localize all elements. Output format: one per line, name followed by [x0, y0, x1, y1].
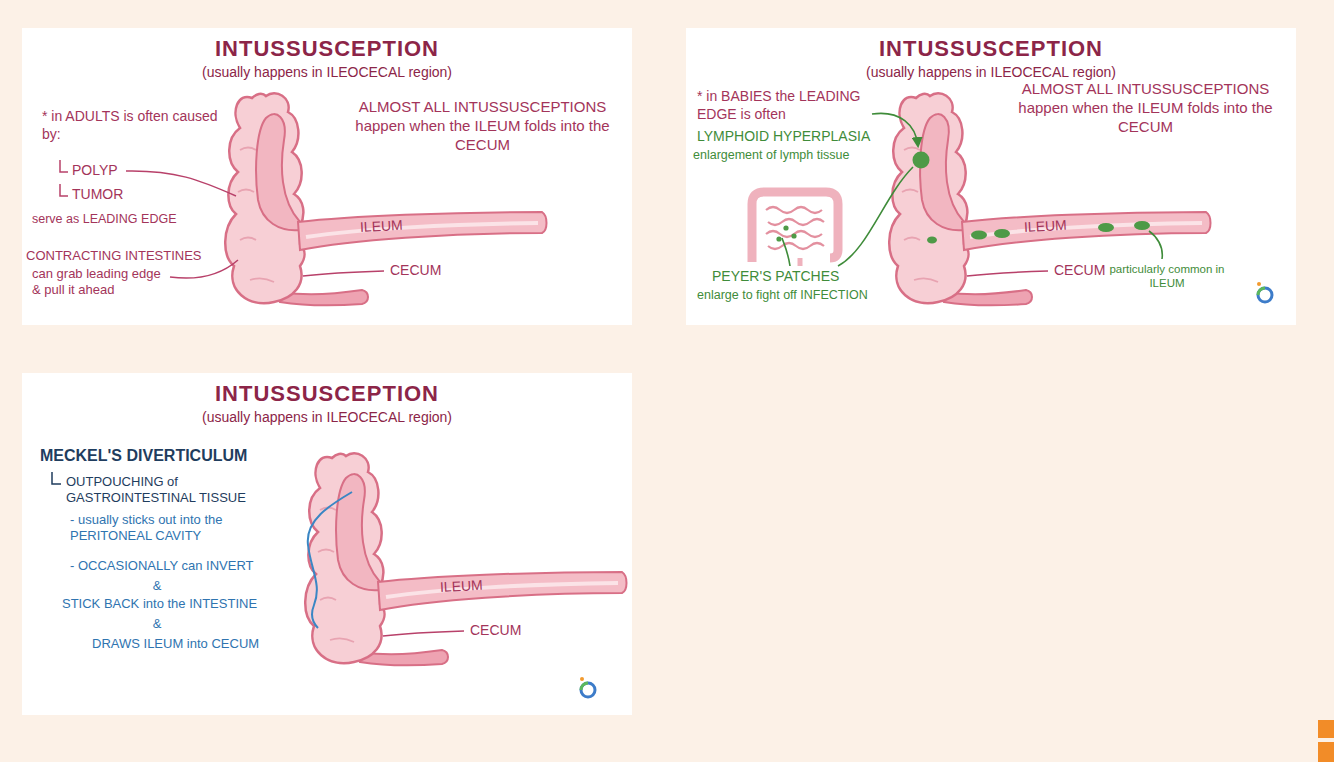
leader-line [1149, 231, 1162, 259]
watermark-mark [1318, 742, 1334, 762]
patch [783, 225, 788, 230]
definition-note: enlarge to fight off INFECTION [697, 288, 917, 304]
mechanism-heading: CONTRACTING INTESTINES [26, 248, 231, 264]
mechanism-note: - OCCASIONALLY can INVERT [70, 558, 300, 574]
bracket [60, 160, 68, 196]
leader-line [782, 238, 790, 266]
connector-word: & [142, 616, 172, 632]
panel-card [686, 28, 1296, 325]
panel-subtitle: (usually happens in ILEOCECAL region) [22, 408, 632, 426]
panel-title: INTUSSUSCEPTION [22, 36, 632, 62]
cause-note: * in BABIES the LEADING EDGE is often [697, 88, 887, 123]
mechanism-note: - usually sticks out into the PERITONEAL… [70, 512, 270, 545]
cause-item: LYMPHOID HYPERPLASIA [697, 128, 897, 146]
cause-item: TUMOR [72, 186, 162, 204]
bowel-drawing [305, 453, 626, 665]
patch [971, 231, 987, 240]
cause-heading: MECKEL'S DIVERTICULUM [40, 446, 320, 466]
watermark-mark [1318, 720, 1334, 738]
patch [791, 233, 796, 238]
connector-word: & [142, 578, 172, 594]
patch [927, 237, 937, 244]
role-note: serve as LEADING EDGE [32, 212, 227, 228]
definition-note: OUTPOUCHING of GASTROINTESTINAL TISSUE [66, 474, 286, 507]
summary-note: ALMOST ALL INTUSSUSCEPTIONS happen when … [1003, 80, 1288, 136]
cause-note: * in ADULTS is often caused by: [42, 108, 222, 143]
leader-line [126, 171, 236, 196]
diverticulum-line [308, 492, 352, 628]
panel-card [22, 28, 632, 325]
panel-title: INTUSSUSCEPTION [22, 381, 632, 407]
leader-arrow [872, 113, 918, 146]
part-label: PEYER'S PATCHES [712, 268, 872, 286]
panel-title: INTUSSUSCEPTION [686, 36, 1296, 62]
mechanism-note: DRAWS ILEUM into CECUM [92, 636, 322, 652]
location-note: particularly common in ILEUM [1092, 262, 1242, 291]
mechanism-note: can grab leading edge & pull it ahead [32, 266, 172, 299]
patch [776, 236, 781, 241]
patch [994, 229, 1010, 238]
panel-subtitle: (usually happens in ILEOCECAL region) [686, 63, 1296, 81]
summary-note: ALMOST ALL INTUSSUSCEPTIONS happen when … [340, 98, 625, 154]
intestine-icon [752, 192, 838, 266]
cause-item: POLYP [72, 162, 162, 180]
part-label: CECUM [390, 262, 460, 280]
large-intestine [752, 192, 838, 262]
logo-icon [1257, 282, 1272, 302]
definition-note: enlargement of lymph tissue [693, 148, 893, 164]
part-label: ILEUM [1024, 216, 1085, 237]
small-intestine [766, 207, 824, 249]
patch [1098, 223, 1114, 232]
panel-subtitle: (usually happens in ILEOCECAL region) [22, 63, 632, 81]
intussusception-panel: INTUSSUSCEPTION(usually happens in ILEOC… [22, 373, 632, 715]
rectum [798, 258, 803, 266]
part-label: ILEUM [440, 576, 501, 597]
patch [1134, 221, 1150, 230]
part-label: ILEUM [360, 216, 421, 237]
logo-icon [580, 677, 595, 697]
peyers-patches [913, 152, 1151, 244]
part-label: CECUM [470, 622, 540, 640]
panel-card [22, 373, 632, 715]
bracket [52, 472, 61, 484]
mechanism-note: STICK BACK into the INTESTINE [62, 596, 307, 612]
leader-line [838, 167, 913, 266]
lymphoid-mass [913, 152, 930, 169]
